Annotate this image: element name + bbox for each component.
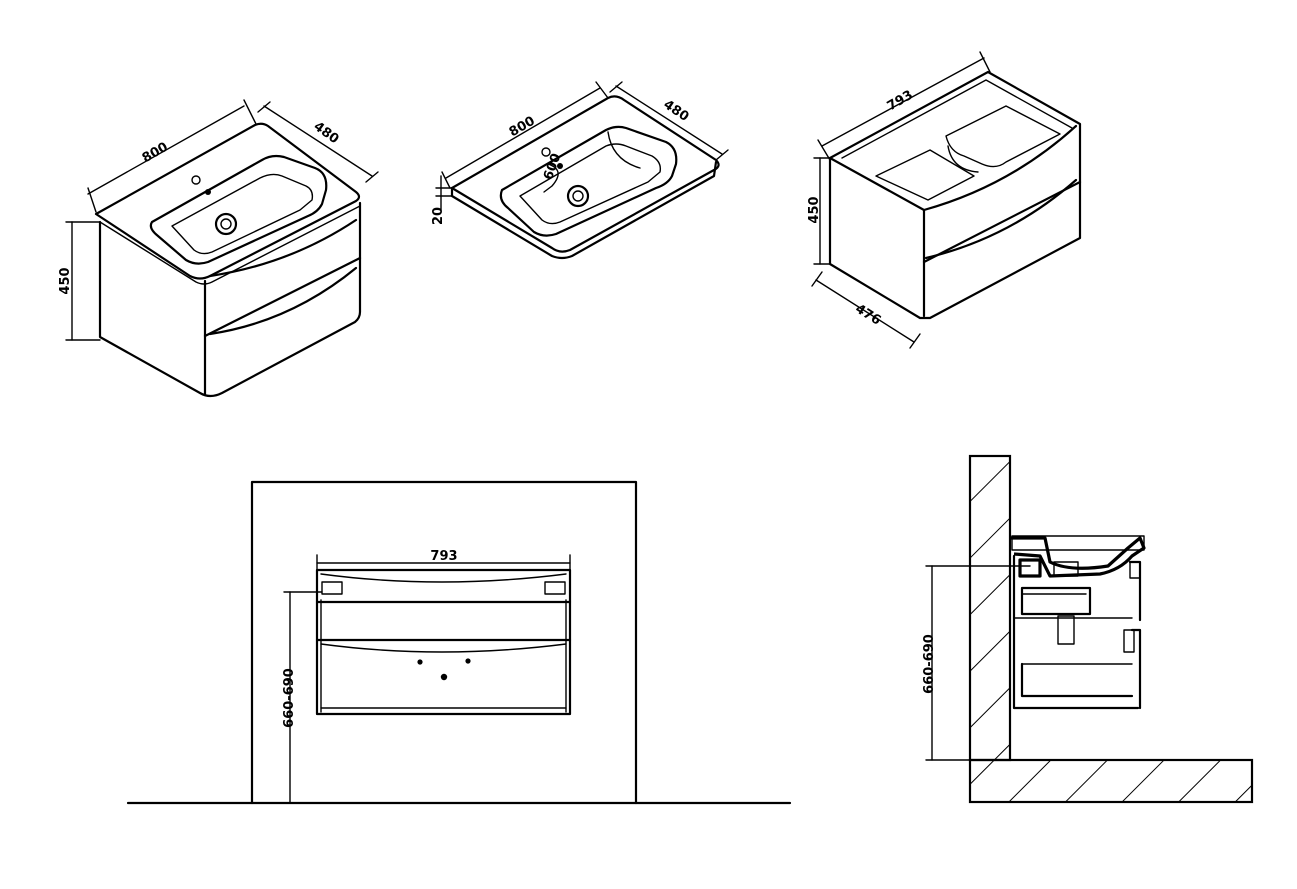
basin-slab-top bbox=[450, 95, 720, 253]
front-cabinet bbox=[315, 568, 572, 716]
countertop bbox=[94, 122, 361, 280]
basin-bowl bbox=[149, 154, 328, 265]
iso-basin-view: 600 800 480 20 bbox=[431, 81, 729, 260]
basin-slab-bowl-inner bbox=[519, 143, 662, 225]
dim-cabinet-height: 450 bbox=[58, 221, 101, 341]
wall-section bbox=[968, 454, 1012, 762]
front-top-curve bbox=[320, 573, 567, 583]
front-bracket-right bbox=[544, 581, 566, 595]
section-cabinet-back bbox=[1012, 554, 1140, 710]
dim-front-width: 793 bbox=[316, 549, 571, 573]
dim-section-mount-height-label: 660-690 bbox=[922, 634, 937, 694]
dim-basin-thickness-label: 20 bbox=[431, 207, 446, 225]
section-lower-handle bbox=[1123, 629, 1135, 653]
carcass-compartment-left bbox=[875, 149, 975, 201]
countertop-edge bbox=[99, 205, 361, 285]
dim-front-mount-height-label: 660-690 bbox=[282, 668, 297, 728]
dim-carcass-height-label: 450 bbox=[807, 196, 822, 223]
section-trap bbox=[1053, 561, 1079, 577]
section-upper-handle bbox=[1129, 561, 1141, 579]
dim-basin-width: 800 bbox=[441, 81, 609, 189]
dim-front-width-label: 793 bbox=[430, 549, 457, 564]
dim-carcass-width: 793 bbox=[817, 51, 991, 161]
basin-inner bbox=[171, 173, 314, 255]
section-waste-pipe bbox=[1057, 615, 1075, 645]
drawer-divider bbox=[203, 256, 362, 338]
front-hole-left bbox=[417, 659, 423, 665]
dim-cabinet-depth-label: 480 bbox=[311, 119, 342, 147]
basin-slab-bowl bbox=[499, 125, 678, 237]
carcass-cutout bbox=[947, 145, 979, 173]
dim-cabinet-height-label: 450 bbox=[58, 267, 73, 294]
carcass-top-front bbox=[828, 124, 1078, 212]
section-bracket bbox=[1018, 558, 1042, 578]
dim-cabinet-width: 800 bbox=[87, 99, 257, 213]
front-hole-right bbox=[465, 658, 471, 664]
front-elevation-view: 793 660-690 bbox=[126, 480, 792, 805]
upper-drawer-handle bbox=[208, 218, 358, 278]
dim-basin-width-label: 800 bbox=[507, 114, 538, 141]
basin-slab-drain-inner bbox=[572, 190, 584, 202]
lower-drawer-handle bbox=[208, 266, 358, 336]
basin-slab-edge bbox=[450, 160, 718, 260]
dim-carcass-height: 450 bbox=[807, 157, 831, 265]
dim-basin-depth-label: 480 bbox=[661, 97, 692, 125]
dim-basin-thickness: 20 bbox=[431, 175, 453, 225]
cabinet-body bbox=[98, 201, 362, 398]
front-hole-center bbox=[440, 673, 448, 681]
side-section-view: 660-690 bbox=[922, 454, 1254, 804]
section-basin-profile bbox=[1010, 536, 1146, 578]
carcass-drawer-handle bbox=[924, 178, 1078, 260]
drain-outer bbox=[214, 212, 238, 236]
drain-inner bbox=[220, 218, 232, 230]
floor-section bbox=[968, 758, 1254, 804]
dim-front-mount-height: 660-690 bbox=[282, 591, 323, 804]
overflow-hole bbox=[205, 189, 211, 195]
dim-carcass-depth: 476 bbox=[811, 271, 921, 349]
iso-cabinet-view: 800 480 450 bbox=[58, 99, 379, 398]
section-cabinet-front bbox=[1128, 560, 1142, 710]
section-basin-top bbox=[1011, 535, 1145, 551]
dim-carcass-depth-label: 476 bbox=[852, 301, 883, 328]
basin-slab-tap-hole bbox=[541, 147, 551, 157]
carcass-inner-back bbox=[841, 79, 1073, 159]
basin-slab-overflow bbox=[557, 163, 563, 169]
front-drawer-curve bbox=[320, 643, 567, 653]
carcass-compartment-right bbox=[945, 105, 1061, 168]
wall-panel bbox=[250, 480, 638, 805]
iso-carcass-view: 793 450 476 bbox=[807, 51, 1082, 349]
section-upper-drawer bbox=[1020, 586, 1092, 616]
basin-overflow-curve bbox=[543, 163, 559, 193]
tap-hole bbox=[191, 175, 201, 185]
section-lower-drawer bbox=[1020, 662, 1134, 698]
front-bracket-left bbox=[321, 581, 343, 595]
basin-slab-drain bbox=[566, 184, 590, 208]
carcass-drawer-divider bbox=[922, 180, 1082, 264]
basin-slab-curve bbox=[607, 131, 641, 169]
dim-carcass-width-label: 793 bbox=[885, 88, 916, 115]
dim-basin-depth: 480 bbox=[609, 81, 729, 161]
dim-cabinet-width-label: 800 bbox=[140, 140, 171, 167]
carcass-outline bbox=[828, 70, 1082, 320]
dim-section-mount-height: 660-690 bbox=[922, 565, 1031, 761]
